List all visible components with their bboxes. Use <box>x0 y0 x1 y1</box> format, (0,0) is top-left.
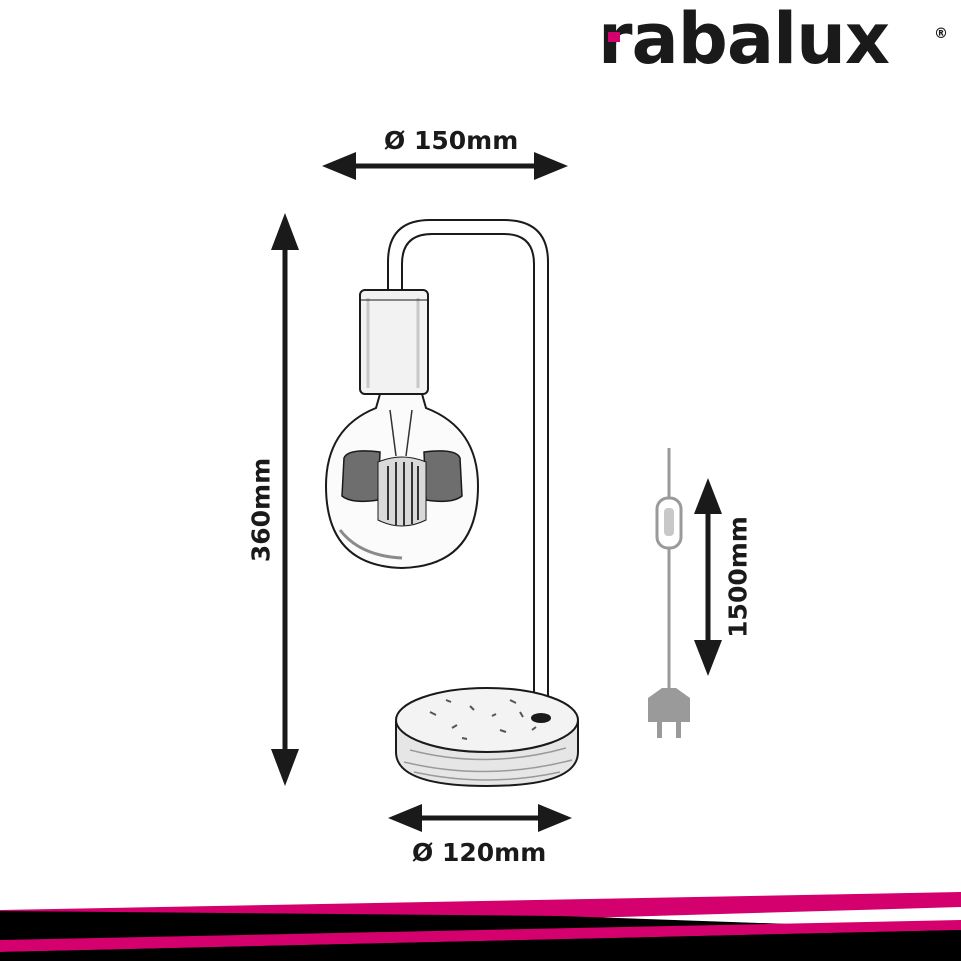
cord-length-arrow <box>694 478 722 676</box>
lamp-base <box>395 687 579 788</box>
power-plug <box>648 688 690 738</box>
shade-diameter-label: Ø 150mm <box>384 126 519 155</box>
shade-width-arrow <box>322 152 568 180</box>
cord-switch <box>655 496 683 550</box>
brand-logo: rabalux <box>598 0 890 80</box>
base-width-arrow <box>388 804 572 832</box>
height-arrow <box>271 213 299 786</box>
footer-stripes <box>0 892 961 961</box>
cord-length-label: 1500mm <box>723 516 753 638</box>
lamp-socket <box>359 289 429 395</box>
lamp-arm <box>387 219 549 718</box>
base-diameter-label: Ø 120mm <box>412 838 547 867</box>
registered-mark: ® <box>934 26 948 42</box>
light-bulb <box>324 393 480 570</box>
brand-logo-accent <box>608 32 620 42</box>
height-label: 360mm <box>246 457 276 563</box>
